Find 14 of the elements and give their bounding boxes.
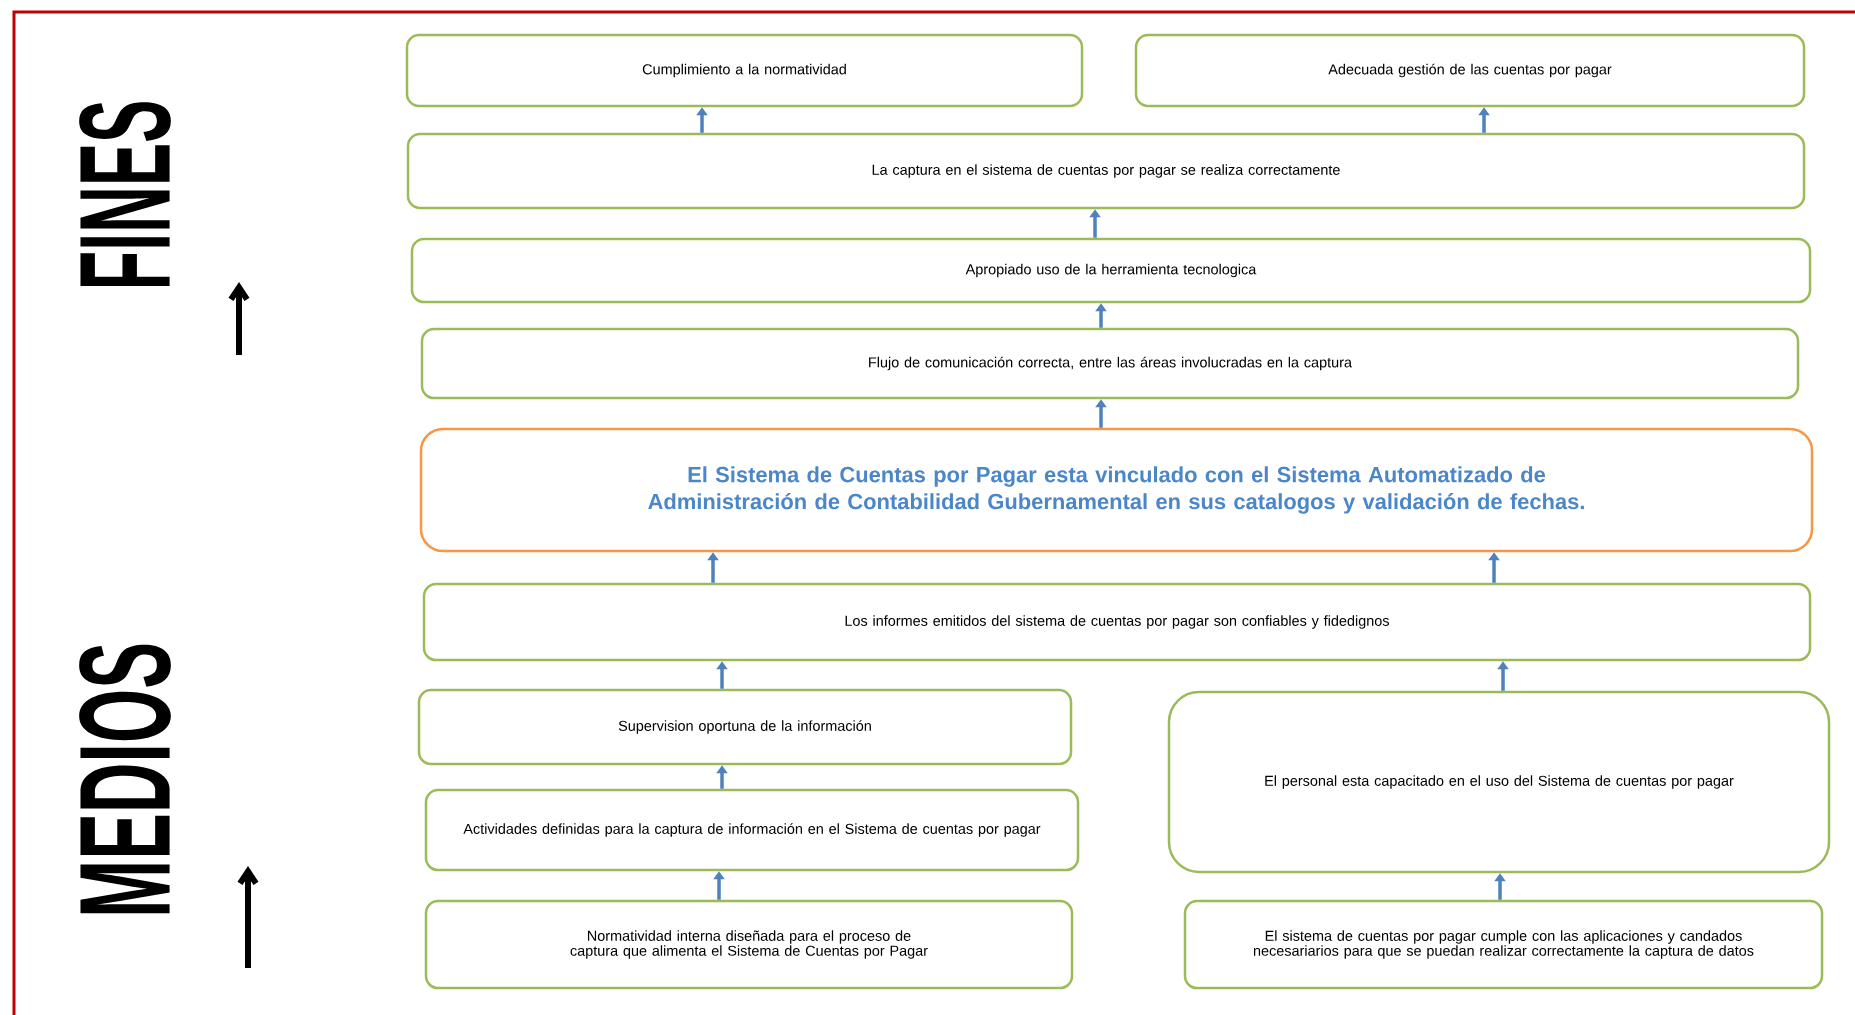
text-box: Los informes emitidos del sistema de cuentas por pagar son confiables y fidedignos (422, 582, 1812, 662)
text-box: Apropiado uso de la herramienta tecnologica (410, 237, 1812, 304)
highlight-box: El Sistema de Cuentas por Pagar esta vinculado con el Sistema Automatizado de Administración de Contabilidad Gubernamental en sus catalogos y validación de fechas. (419, 427, 1814, 553)
text-box: Normatividad interna diseñada para el proceso de captura que alimenta el Sistema de Cuentas por Pagar (424, 899, 1074, 990)
text-box: El personal esta capacitado en el uso del Sistema de cuentas por pagar (1167, 690, 1831, 874)
section-heading: FINES (79, 102, 171, 287)
text-box: Adecuada gestión de las cuentas por pagar (1134, 33, 1806, 108)
text-box: Cumplimiento a la normatividad (405, 33, 1084, 108)
text-box: Supervision oportuna de la información (417, 688, 1073, 766)
section-heading: MEDIOS (79, 644, 171, 914)
text-box: El sistema de cuentas por pagar cumple con las aplicaciones y candados necesariarios para que se puedan realizar correctamente la captura de datos (1183, 899, 1824, 990)
text-box: La captura en el sistema de cuentas por pagar se realiza correctamente (406, 132, 1806, 210)
text-box: Actividades definidas para la captura de información en el Sistema de cuentas por pagar (424, 788, 1080, 872)
text-box: Flujo de comunicación correcta, entre las áreas involucradas en la captura (420, 327, 1800, 400)
